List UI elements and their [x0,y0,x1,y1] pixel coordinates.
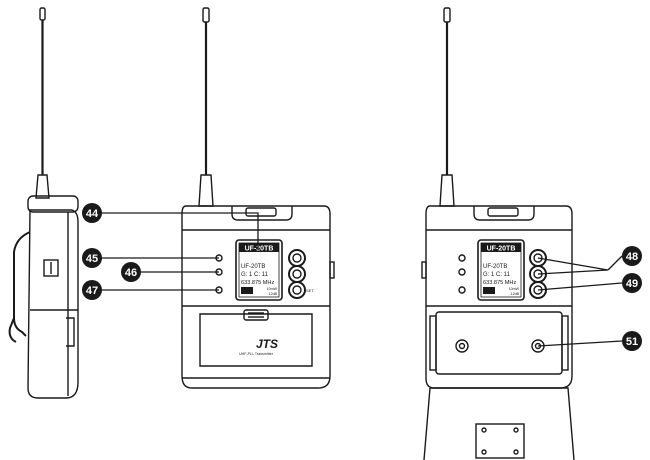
front-door-latch [243,309,269,321]
back-antenna-base [439,174,455,207]
front-brand-sub: UHF-PLL Transmitter [239,352,274,356]
front-top-slot [245,207,277,217]
leader-48-split [537,257,609,275]
back-top-slot [487,207,519,217]
battery-rail-left [429,315,437,371]
front-up-button-inner [292,253,302,263]
front-down-button[interactable] [288,265,306,283]
front-battery-door [199,313,313,367]
back-icon-mic [458,254,466,262]
back-side-port [421,261,427,279]
callout-48-label: 48 [626,251,638,263]
front-top-tab [231,206,293,221]
side-latch [66,317,75,347]
callout-51-label: 51 [626,336,638,348]
front-lcd-bezel [235,239,283,301]
callout-45: 45 [82,248,102,268]
back-lcd-battery-icon [483,287,495,294]
callout-44-label: 44 [86,208,99,220]
callout-47: 47 [82,280,102,300]
battery-door-screw-4 [513,427,519,433]
back-lcd-group: G: 1 C: 11 [483,272,511,278]
back-set-button[interactable] [529,281,547,299]
battery-door-label [475,423,525,459]
back-lcd-gain: -12dB [509,292,519,296]
battery-contact-minus [455,339,469,353]
front-lcd-header-bg [239,243,279,252]
front-lcd: UF-20TB UF-20TB G: 1 C: 11 633.875 MHz 1… [238,242,280,298]
front-lcd-header: UF-20TB [245,246,274,253]
front-antenna-tip [202,7,210,23]
front-lcd-power: 10mW [267,287,278,291]
side-clip-tip [8,317,17,343]
front-down-button-inner [292,269,302,279]
front-set-button[interactable] [288,281,306,299]
battery-door-screw-3 [481,427,487,433]
back-up-button-inner [533,253,543,263]
back-lcd: UF-20TB UF-20TB G: 1 C: 11 633.875 MHz 1… [480,242,522,298]
front-up-button[interactable] [288,249,306,267]
battery-contact-minus-inner [458,342,466,350]
battery-rail-right [561,315,569,371]
side-top-cap [27,195,79,213]
front-set-label: SET [306,288,314,293]
side-body [27,209,79,399]
callout-47-badge [82,280,102,300]
side-antenna-tip [39,7,46,21]
leader-48 [607,255,623,271]
back-lcd-header-bg [481,243,521,252]
front-lcd-gain: -12dB [267,292,277,296]
back-lcd-freq: 633.875 MHz [483,280,516,286]
front-side-port [329,261,335,279]
front-lcd-freq: 633.875 MHz [241,280,274,286]
front-view [181,7,335,389]
callout-46-label: 46 [125,267,137,279]
side-view [8,7,79,399]
callout-49-badge [622,273,642,293]
front-lcd-battery-icon [241,287,253,294]
back-icon-power [458,268,466,276]
front-brand-logo: JTS [256,337,278,351]
callout-48: 48 [622,246,642,266]
leader-lines [101,212,623,347]
callout-45-label: 45 [86,253,98,265]
callout-51-badge [622,331,642,351]
front-body [181,205,331,389]
front-set-button-inner [292,285,302,295]
back-lcd-header: UF-20TB [487,246,516,253]
back-lcd-bezel [477,239,525,301]
back-view [421,7,575,460]
battery-door-screw-2 [513,449,519,455]
side-belt-clip [13,231,31,337]
leader-51 [537,340,623,347]
side-antenna-base [35,174,50,199]
callout-51: 51 [622,331,642,351]
battery-door-screw-1 [481,449,487,455]
callout-46: 46 [121,262,141,282]
battery-door-left [423,387,431,460]
front-antenna-base [198,174,214,207]
callout-49-label: 49 [626,278,638,290]
callout-44: 44 [82,203,102,223]
front-lcd-group: G: 1 C: 11 [241,272,269,278]
back-lcd-power: 10mW [509,287,520,291]
callout-48-badge [622,246,642,266]
back-lcd-model: UF-20TB [483,264,507,270]
back-antenna-tip [443,7,451,23]
callout-46-badge [121,262,141,282]
callout-44-badge [82,203,102,223]
leader-44 [101,212,259,250]
side-port [43,259,59,277]
leader-49 [537,282,623,291]
callout-45-badge [82,248,102,268]
battery-door-right [430,387,575,460]
back-top-tab [473,206,535,221]
callout-49: 49 [622,273,642,293]
callout-47-label: 47 [86,285,98,297]
back-icon-mute [458,286,466,294]
front-lcd-model: UF-20TB [241,264,265,270]
